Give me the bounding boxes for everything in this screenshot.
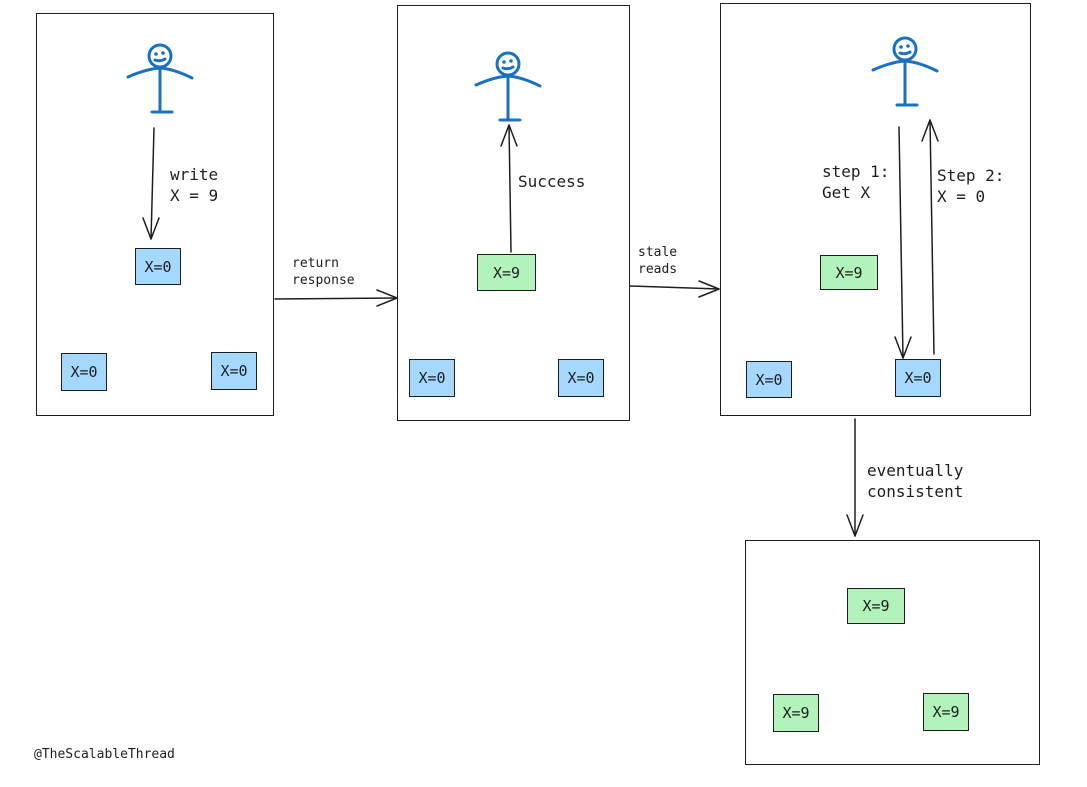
replica-leader: X=9 <box>477 254 536 291</box>
user-icon <box>871 36 939 107</box>
replica-leader: X=9 <box>820 255 878 290</box>
return-response-label: return response <box>292 256 355 288</box>
replica-left: X=0 <box>61 353 107 391</box>
step2-label: Step 2: X = 0 <box>937 166 1005 206</box>
replica-left: X=0 <box>409 359 455 397</box>
replica-right: X=0 <box>895 359 941 397</box>
replica-leader: X=0 <box>135 248 181 285</box>
replica-right: X=9 <box>923 693 969 731</box>
stale-reads-arrow <box>629 285 720 290</box>
write-arrow <box>150 127 155 240</box>
write-label: write X = 9 <box>170 165 219 205</box>
credit-text: @TheScalableThread <box>34 747 175 762</box>
replica-right: X=0 <box>558 359 604 397</box>
panel-write <box>36 13 274 416</box>
replica-left: X=0 <box>746 361 792 398</box>
success-label: Success <box>518 172 586 191</box>
return-response-arrow <box>274 297 398 300</box>
replica-right: X=0 <box>211 352 257 390</box>
stale-reads-label: stale reads <box>638 245 678 277</box>
step1-arrow <box>898 126 904 359</box>
step2-arrow <box>929 119 935 355</box>
replica-leader: X=9 <box>847 588 905 624</box>
step1-label: step 1: Get X <box>822 162 890 202</box>
user-icon <box>126 43 194 114</box>
panel-stale-read <box>720 3 1031 416</box>
replica-left: X=9 <box>773 694 819 732</box>
user-icon <box>474 51 542 122</box>
eventually-consistent-label: eventually consistent <box>867 461 964 501</box>
success-arrow <box>508 124 512 253</box>
